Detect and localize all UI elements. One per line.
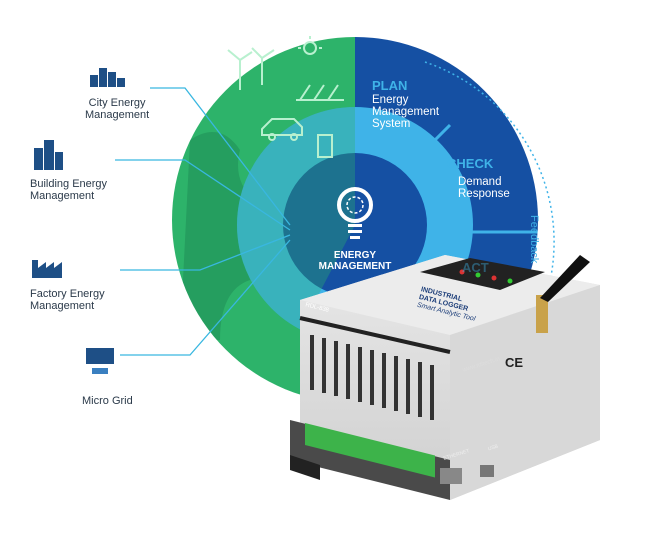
led-red xyxy=(459,269,465,275)
sun-icon xyxy=(298,36,322,55)
lightbulb-icon xyxy=(337,187,373,239)
vent-slots xyxy=(310,335,434,420)
terminal-blocks xyxy=(305,423,435,478)
factory-icon xyxy=(32,260,62,278)
usb-port xyxy=(480,465,494,477)
feedback-label: Feedback xyxy=(528,215,540,264)
city-icon xyxy=(90,68,125,87)
solar-panel-icon xyxy=(86,348,114,374)
charging-station-icon xyxy=(317,134,333,158)
check-title: CHECK xyxy=(447,156,494,171)
wind-turbine-icon xyxy=(227,47,275,90)
feedback-arc xyxy=(424,61,555,301)
data-logger-device xyxy=(290,255,600,500)
antenna xyxy=(536,255,590,333)
electric-car-icon xyxy=(261,118,303,141)
act-title: ACT xyxy=(462,260,489,275)
renewable-icons xyxy=(227,36,344,158)
connector-lines xyxy=(115,87,291,356)
label-micro-grid: Micro Grid xyxy=(82,395,133,407)
building-icon xyxy=(34,140,63,170)
led-panel xyxy=(420,258,545,290)
earth-landmass xyxy=(180,132,273,340)
ethernet-port xyxy=(440,468,462,484)
ce-mark: CE xyxy=(505,355,524,370)
plan-title: PLAN xyxy=(372,78,408,93)
solar-field-icon xyxy=(296,84,344,101)
